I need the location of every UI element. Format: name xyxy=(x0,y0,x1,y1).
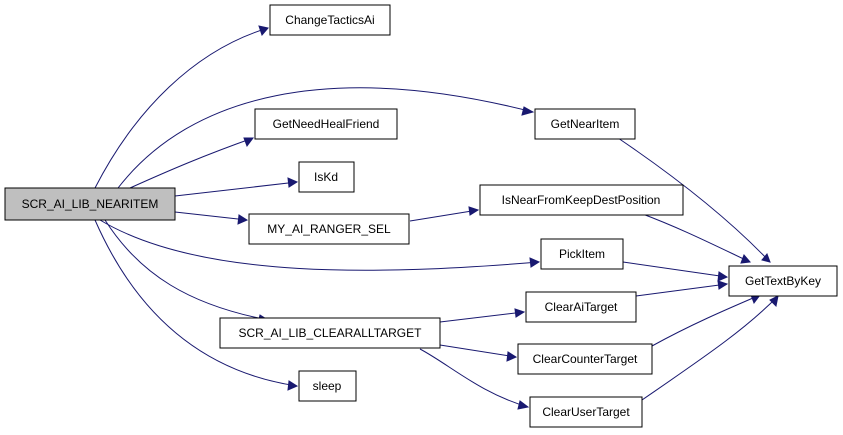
edge-clear-counter-target-to-get-text-by-key xyxy=(651,294,761,347)
edge-pick-item-to-get-text-by-key xyxy=(622,261,729,282)
node-label: IsKd xyxy=(314,170,338,184)
node-label: GetTextByKey xyxy=(745,274,821,288)
node-label: ClearAiTarget xyxy=(545,300,618,314)
node-get-text-by-key[interactable]: GetTextByKey xyxy=(728,265,838,297)
node-is-near-from-keep-dest-position[interactable]: IsNearFromKeepDestPosition xyxy=(479,184,684,216)
node-get-need-heal-friend[interactable]: GetNeedHealFriend xyxy=(254,108,398,140)
nodes: SCR_AI_LIB_NEARITEM ChangeTacticsAi GetN… xyxy=(4,4,838,428)
edge-clear-ai-target-to-get-text-by-key xyxy=(635,280,729,297)
node-label: SCR_AI_LIB_NEARITEM xyxy=(22,197,159,211)
node-label: IsNearFromKeepDestPosition xyxy=(502,193,661,207)
edge-get-near-item-to-get-text-by-key xyxy=(617,137,771,263)
node-label: sleep xyxy=(313,379,342,393)
node-change-tactics-ai[interactable]: ChangeTacticsAi xyxy=(269,4,391,36)
node-scr-ai-lib-nearitem[interactable]: SCR_AI_LIB_NEARITEM xyxy=(4,187,176,221)
edge-clear-all-target-to-clear-counter-target xyxy=(439,344,518,362)
edge-my-ai-ranger-to-is-near-keep xyxy=(409,206,480,222)
node-label: MY_AI_RANGER_SEL xyxy=(267,222,391,236)
edge-root-to-clear-all-target xyxy=(104,219,270,324)
node-clear-user-target[interactable]: ClearUserTarget xyxy=(529,396,643,428)
node-pick-item[interactable]: PickItem xyxy=(540,238,624,270)
node-is-kd[interactable]: IsKd xyxy=(298,161,355,193)
node-label: ClearUserTarget xyxy=(542,405,630,419)
node-label: ChangeTacticsAi xyxy=(285,13,374,27)
node-clear-counter-target[interactable]: ClearCounterTarget xyxy=(517,343,653,375)
node-get-near-item[interactable]: GetNearItem xyxy=(534,108,636,140)
node-sleep[interactable]: sleep xyxy=(298,370,357,402)
edge-is-near-keep-to-get-text-by-key xyxy=(639,212,751,264)
node-my-ai-ranger-sel[interactable]: MY_AI_RANGER_SEL xyxy=(248,213,410,245)
edge-root-to-is-kd xyxy=(174,177,299,197)
node-label: GetNearItem xyxy=(551,117,620,131)
node-scr-ai-lib-clearalltarget[interactable]: SCR_AI_LIB_CLEARALLTARGET xyxy=(219,317,441,349)
edge-root-to-my-ai-ranger xyxy=(174,211,249,225)
node-label: GetNeedHealFriend xyxy=(273,117,380,131)
edge-root-to-get-near-item xyxy=(117,87,535,189)
edge-clear-all-target-to-clear-ai-target xyxy=(439,308,526,323)
edge-root-to-pick-item xyxy=(99,219,541,271)
node-label: PickItem xyxy=(559,247,605,261)
node-clear-ai-target[interactable]: ClearAiTarget xyxy=(525,291,637,323)
edge-root-to-change-tactics xyxy=(94,25,269,189)
edge-root-to-get-need-heal xyxy=(129,137,254,189)
node-label: ClearCounterTarget xyxy=(533,352,638,366)
edge-root-to-sleep xyxy=(94,219,299,391)
edge-clear-all-target-to-clear-user-target xyxy=(419,348,530,410)
node-label: SCR_AI_LIB_CLEARALLTARGET xyxy=(239,326,423,340)
edges xyxy=(94,25,779,410)
edge-clear-user-target-to-get-text-by-key xyxy=(641,295,779,401)
